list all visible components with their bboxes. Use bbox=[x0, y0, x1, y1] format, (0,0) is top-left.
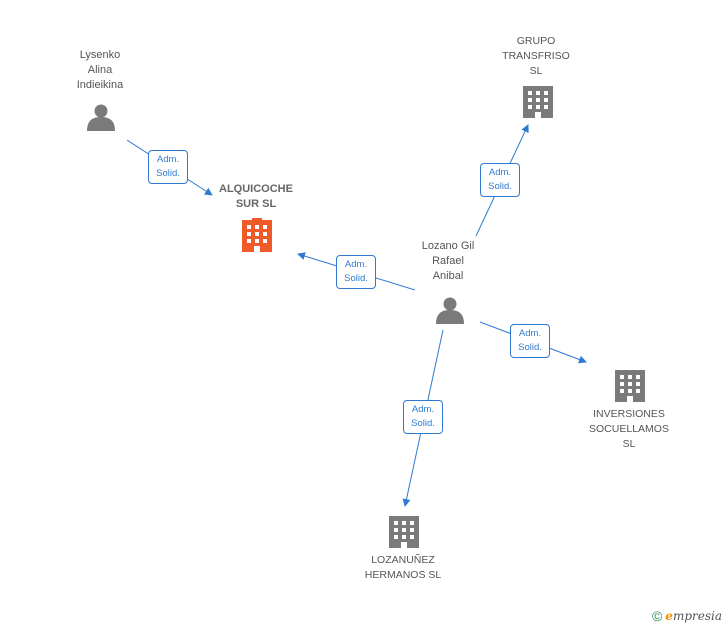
edge-label-line1: Adm. bbox=[411, 404, 435, 415]
person-icon[interactable] bbox=[87, 104, 115, 132]
edge-label-lysenko-alquicoche: Adm. Solid. bbox=[148, 150, 188, 184]
edge-label-line1: Adm. bbox=[156, 154, 180, 165]
edge-label-line2: Solid. bbox=[488, 181, 512, 192]
brand-initial: e bbox=[665, 609, 673, 623]
node-label-alquicoche[interactable]: ALQUICOCHE SUR SL bbox=[219, 183, 293, 210]
edge-label-lozano-alquicoche: Adm. Solid. bbox=[336, 255, 376, 289]
node-label-lozano-gil[interactable]: Lozano Gil Rafael Anibal bbox=[421, 240, 475, 282]
edge-label-line1: Adm. bbox=[518, 328, 542, 339]
node-label-lysenko[interactable]: Lysenko Alina Indieikina bbox=[76, 49, 124, 91]
person-icon[interactable] bbox=[436, 297, 464, 325]
edge-label-lozano-inversiones: Adm. Solid. bbox=[510, 324, 550, 358]
edge-label-line2: Solid. bbox=[518, 342, 542, 353]
building-icon[interactable] bbox=[242, 218, 272, 252]
edge-label-lozano-lozanunez: Adm. Solid. bbox=[403, 400, 443, 434]
node-label-lozanunez[interactable]: LOZANUÑEZ HERMANOS SL bbox=[364, 554, 442, 581]
edge-label-line1: Adm. bbox=[488, 167, 512, 178]
node-label-inversiones[interactable]: INVERSIONES SOCUELLAMOS SL bbox=[589, 408, 669, 450]
building-icon[interactable] bbox=[523, 86, 553, 118]
edge-label-line2: Solid. bbox=[411, 418, 435, 429]
copyright-icon: © bbox=[651, 608, 663, 624]
edge-label-line2: Solid. bbox=[156, 168, 180, 179]
building-icon[interactable] bbox=[615, 370, 645, 402]
brand-name: mpresia bbox=[672, 609, 722, 623]
empresia-logo: ©empresia bbox=[652, 608, 722, 624]
building-icon[interactable] bbox=[389, 516, 419, 548]
node-label-grupo-transfriso[interactable]: GRUPO TRANSFRISO SL bbox=[502, 35, 570, 77]
edge-label-lozano-grupo: Adm. Solid. bbox=[480, 163, 520, 197]
edge-label-line2: Solid. bbox=[344, 273, 368, 284]
edge-label-line1: Adm. bbox=[344, 259, 368, 270]
